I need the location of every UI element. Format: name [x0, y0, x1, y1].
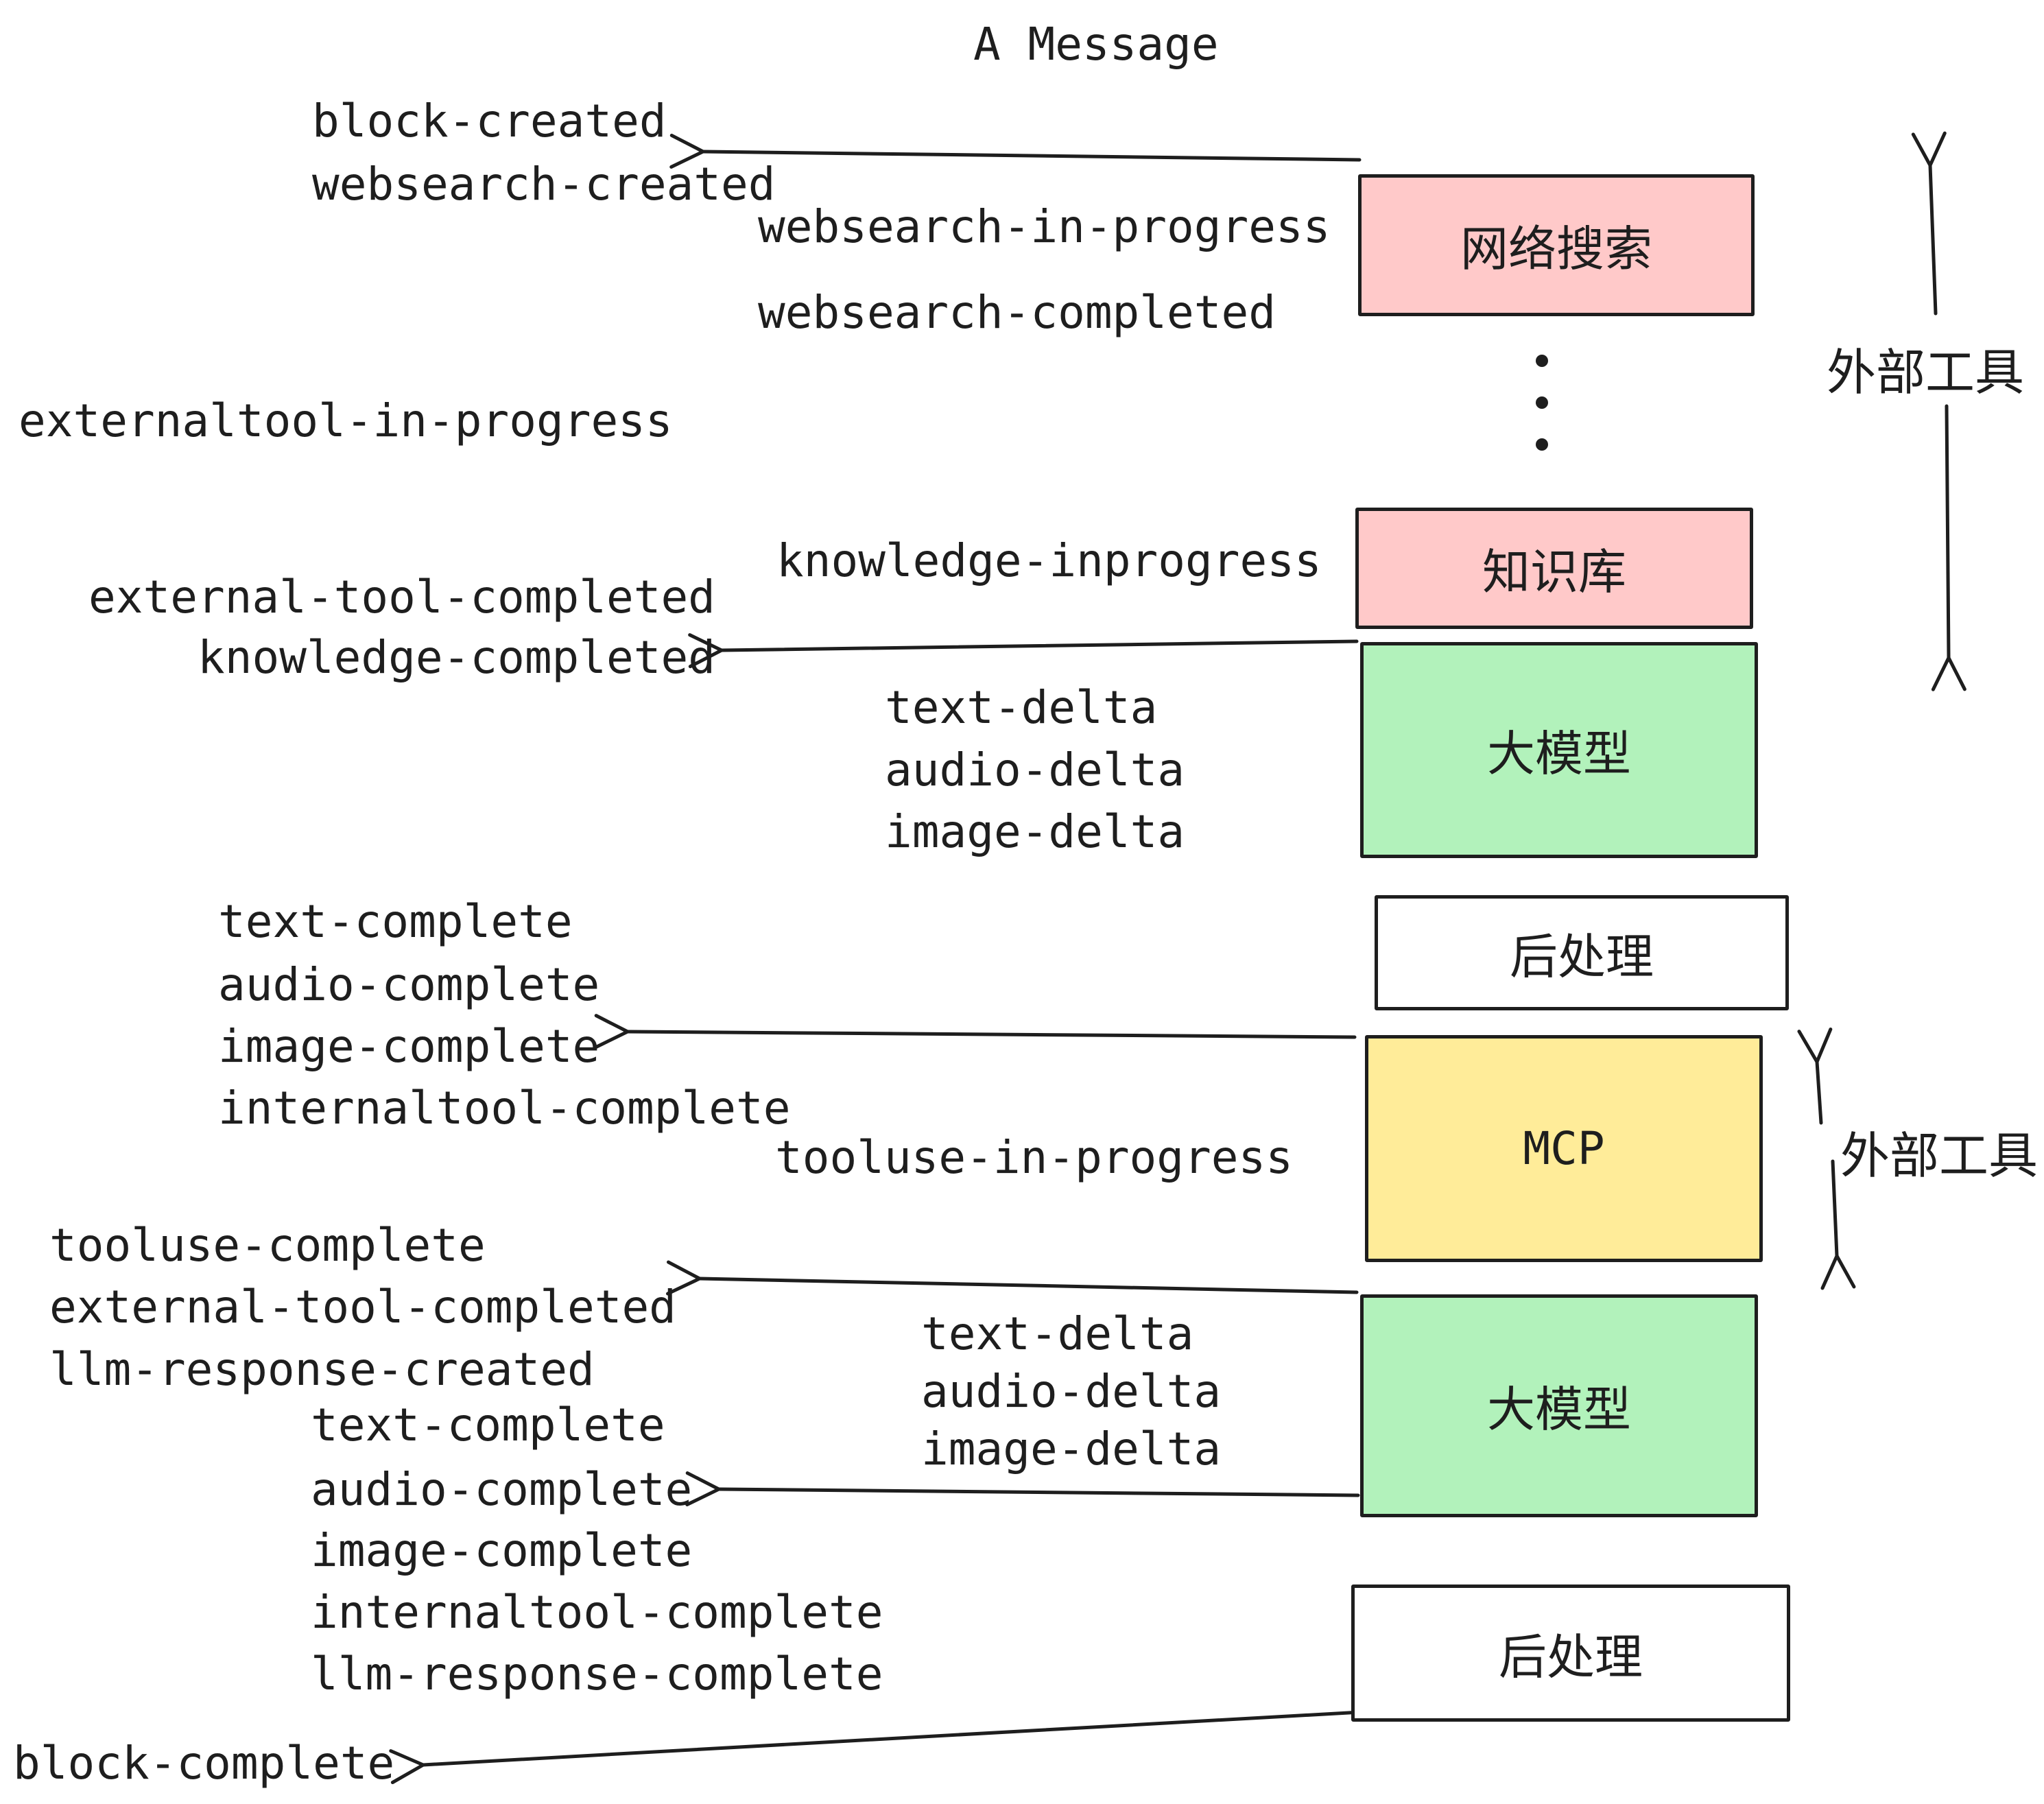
ellipsis-dot-3: [1536, 438, 1548, 451]
event-label-image-complete-2: image-complete: [311, 1524, 693, 1577]
event-label-knowledge-completed: knowledge-completed: [198, 631, 715, 684]
event-label-llm-response-complete: llm-response-complete: [311, 1648, 883, 1700]
flow-arrow-to-image-complete: [594, 1014, 1357, 1049]
box-label-mcp: MCP: [1523, 1122, 1605, 1175]
event-label-externaltool-in-progress: externaltool-in-progress: [19, 394, 673, 447]
event-label-websearch-created: websearch-created: [312, 158, 776, 211]
flow-arrow-to-audio-complete: [685, 1471, 1360, 1507]
flow-arrow-to-tooluse-complete: [666, 1260, 1359, 1296]
event-label-external-tool-completed-1: external-tool-completed: [88, 571, 715, 624]
box-label-postprocess-2: 后处理: [1499, 1630, 1643, 1684]
event-label-llm-response-created: llm-response-created: [49, 1343, 595, 1396]
event-label-image-delta-2: image-delta: [921, 1423, 1222, 1475]
ellipsis-dot-1: [1536, 355, 1548, 367]
event-label-block-complete: block-complete: [13, 1737, 395, 1790]
event-label-websearch-completed: websearch-completed: [758, 286, 1276, 339]
external-tools-bottom-up-arrow: [1797, 1028, 1833, 1125]
event-label-audio-complete-2: audio-complete: [311, 1463, 693, 1516]
ellipsis-dot-2: [1536, 396, 1548, 409]
event-label-text-complete-2: text-complete: [311, 1399, 665, 1451]
flow-arrow-to-block-complete: [389, 1710, 1363, 1785]
event-label-tooluse-complete: tooluse-complete: [49, 1219, 486, 1272]
flow-arrow-to-knowledge-completed: [688, 633, 1359, 669]
box-label-postprocess-1: 后处理: [1510, 929, 1654, 984]
external-tools-top-up-arrow: [1911, 131, 1947, 316]
event-label-internaltool-complete-1: internaltool-complete: [218, 1082, 791, 1135]
event-label-knowledge-inprogress: knowledge-inprogress: [776, 534, 1322, 587]
event-label-image-complete-1: image-complete: [218, 1020, 600, 1073]
box-knowledge: 知识库: [1355, 508, 1753, 629]
box-label-websearch: 网络搜索: [1460, 222, 1652, 276]
event-label-block-created: block-created: [312, 95, 667, 147]
box-websearch: 网络搜索: [1358, 174, 1755, 316]
event-label-audio-delta-1: audio-delta: [885, 744, 1185, 796]
box-mcp: MCP: [1365, 1035, 1763, 1262]
event-label-text-complete-1: text-complete: [218, 895, 573, 948]
box-llm-2: 大模型: [1360, 1294, 1758, 1517]
event-label-audio-complete-1: audio-complete: [218, 958, 600, 1011]
event-label-internaltool-complete-2: internaltool-complete: [311, 1586, 883, 1639]
external-tools-top-down-arrow: [1931, 404, 1966, 691]
event-label-external-tool-completed-2: external-tool-completed: [49, 1281, 676, 1333]
event-label-image-delta-1: image-delta: [885, 805, 1185, 858]
event-label-tooluse-in-progress: tooluse-in-progress: [775, 1131, 1293, 1184]
diagram-title: A Message: [973, 18, 1219, 71]
event-label-websearch-in-progress: websearch-in-progress: [758, 200, 1331, 253]
event-label-audio-delta-2: audio-delta: [921, 1365, 1222, 1418]
event-label-text-delta-2: text-delta: [921, 1307, 1194, 1360]
external-tools-top-label: 外部工具: [1822, 332, 2029, 404]
box-llm-1: 大模型: [1360, 642, 1758, 858]
box-label-llm-2: 大模型: [1487, 1383, 1631, 1436]
box-label-knowledge: 知识库: [1482, 545, 1626, 599]
box-postprocess-1: 后处理: [1375, 895, 1789, 1010]
external-tools-bottom-down-arrow: [1820, 1159, 1856, 1290]
flow-arrow-to-block-created: [669, 133, 1362, 169]
event-label-text-delta-1: text-delta: [885, 681, 1158, 734]
external-tools-bottom-label: 外部工具: [1836, 1115, 2043, 1187]
box-postprocess-2: 后处理: [1351, 1585, 1790, 1722]
box-label-llm-1: 大模型: [1487, 727, 1631, 781]
